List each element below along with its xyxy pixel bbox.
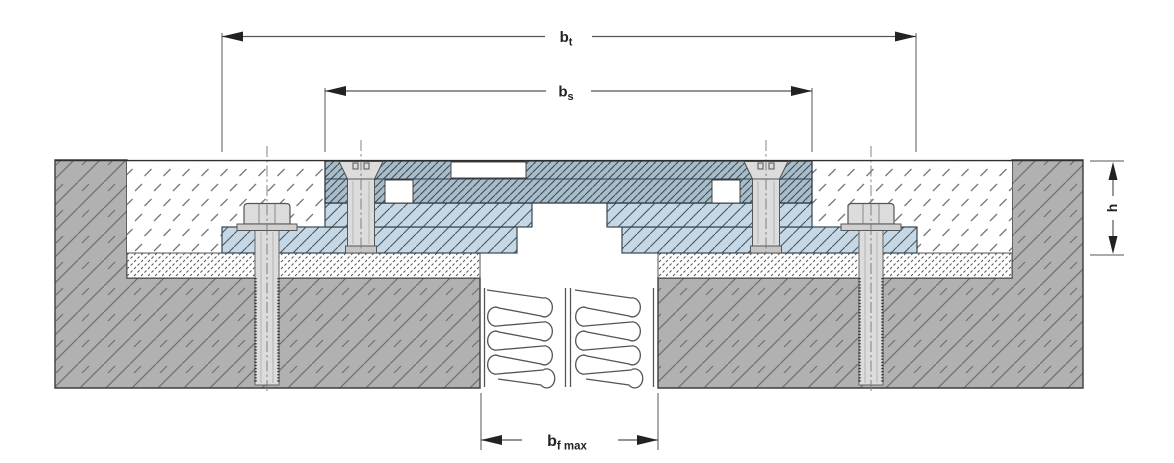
drive-slot (352, 162, 359, 170)
cover-plate (324, 160, 813, 204)
arrow-right-icon (791, 86, 812, 96)
cover-plate-slot-top (450, 161, 527, 179)
arrow-up-icon (1108, 162, 1118, 180)
drive-slot (757, 162, 764, 170)
countersunk-screw-right (743, 140, 789, 254)
foam-loops-left (486, 289, 556, 389)
arrow-left-icon (222, 31, 243, 42)
bedding-layer-right (657, 252, 1013, 279)
arrow-down-icon (1108, 236, 1118, 254)
foam-loops-right (574, 289, 644, 389)
cover-plate-slot-right (711, 179, 741, 204)
anchor-bolt-right (840, 146, 902, 392)
dimension-h: h (1090, 160, 1124, 256)
bedding-layer-left (126, 252, 481, 279)
drive-slot (768, 162, 775, 170)
arrow-left-icon (481, 435, 502, 445)
dimension-h-label: h (1104, 204, 1120, 213)
dimension-bt-label: bt (560, 29, 573, 49)
joint-filler-foam (483, 288, 655, 389)
dimension-bs-label: bs (558, 84, 573, 104)
mortar-bed-left (127, 160, 325, 253)
cover-plate-slot-left (384, 179, 414, 204)
arrow-right-icon (637, 435, 658, 445)
arrow-right-icon (895, 31, 916, 42)
arrow-left-icon (325, 86, 346, 96)
dimension-bt: bt (221, 29, 917, 152)
anchor-bolt-left (236, 146, 298, 392)
drive-slot (363, 162, 370, 170)
side-plate-right (606, 202, 813, 228)
dimension-bs: bs (324, 84, 813, 152)
dimension-bf-max: bf max (480, 393, 659, 453)
countersunk-screw-left (338, 140, 384, 254)
dimension-bf-max-label: bf max (547, 433, 587, 453)
